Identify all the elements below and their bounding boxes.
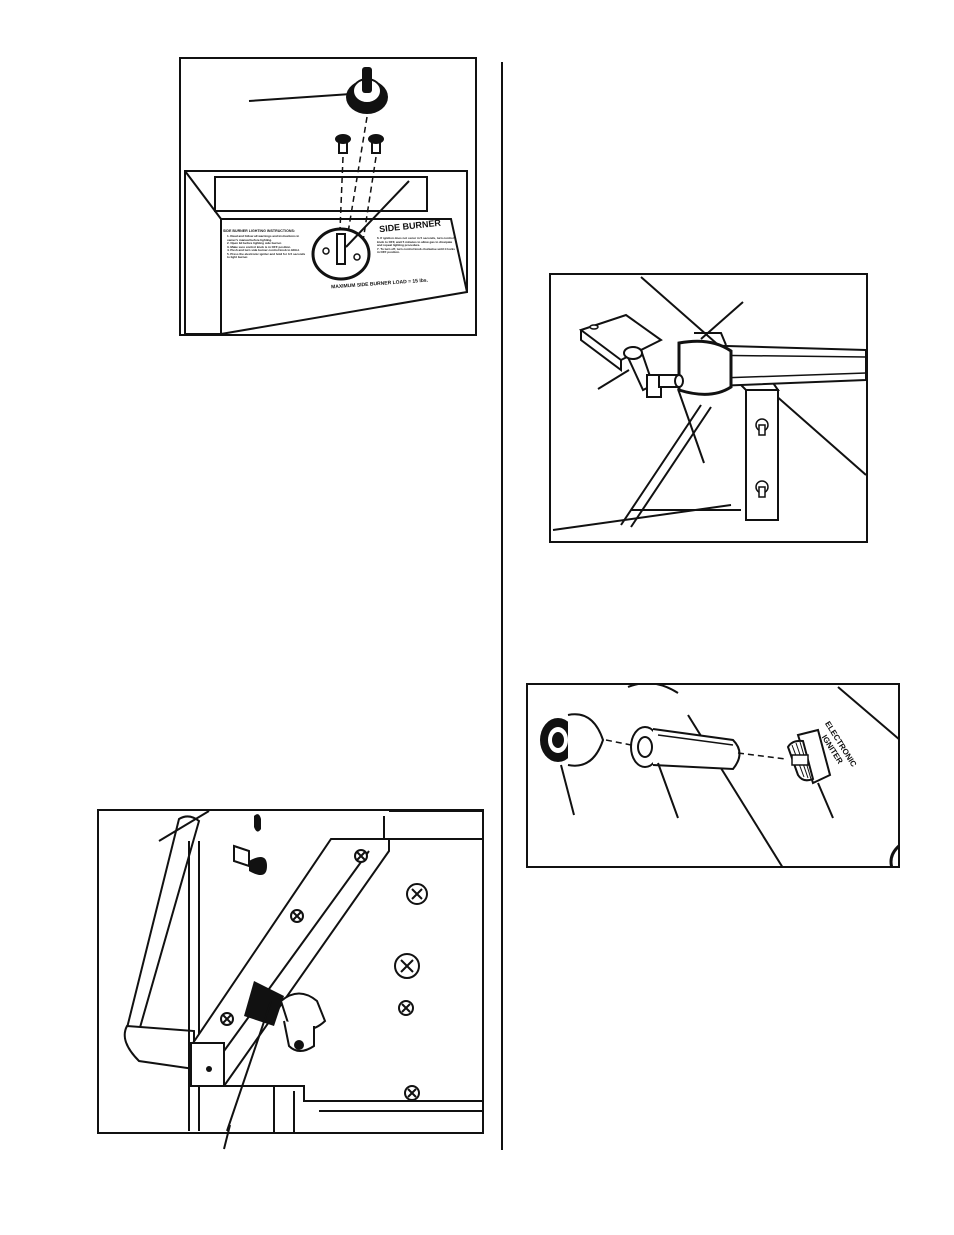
instruction-step: 5. Press the electronic igniter and hold…: [227, 251, 306, 259]
grill-side-illustration: [123, 811, 482, 1132]
figure-grill-leader-line: [223, 1125, 231, 1150]
instruction-step: 4. Push and turn side burner control kno…: [227, 248, 300, 252]
side-burner-right-steps: 6. If ignition does not occur in 5 secon…: [377, 237, 457, 277]
burner-tube-illustration: [552, 276, 866, 531]
figure-side-burner-knob: SIDE BURNER SIDE BURNER LIGHTING INSTRUC…: [179, 57, 477, 336]
instruction-step: 7. To turn off, turn control knob clockw…: [377, 246, 455, 254]
side-burner-illustration: [184, 67, 468, 334]
instruction-step: 6. If ignition does not occur in 5 secon…: [377, 237, 454, 247]
figure-electronic-igniter: ELECTRONIC IGNITER: [526, 683, 900, 868]
side-burner-left-steps: 1. Read and follow all warnings and inst…: [227, 235, 307, 283]
column-divider: [501, 62, 503, 1150]
instruction-step: 1. Read and follow all warnings and inst…: [227, 235, 300, 242]
instruction-step: 3. Make sure control knob is in OFF posi…: [227, 244, 292, 249]
igniter-illustration: [540, 685, 898, 866]
figure-grill-side-valve: [97, 809, 484, 1134]
figure-burner-tube: [549, 273, 868, 543]
side-burner-instructions-title: SIDE BURNER LIGHTING INSTRUCTIONS:: [223, 229, 296, 233]
instruction-step: 2. Open lid before lighting side burner.: [227, 241, 282, 245]
